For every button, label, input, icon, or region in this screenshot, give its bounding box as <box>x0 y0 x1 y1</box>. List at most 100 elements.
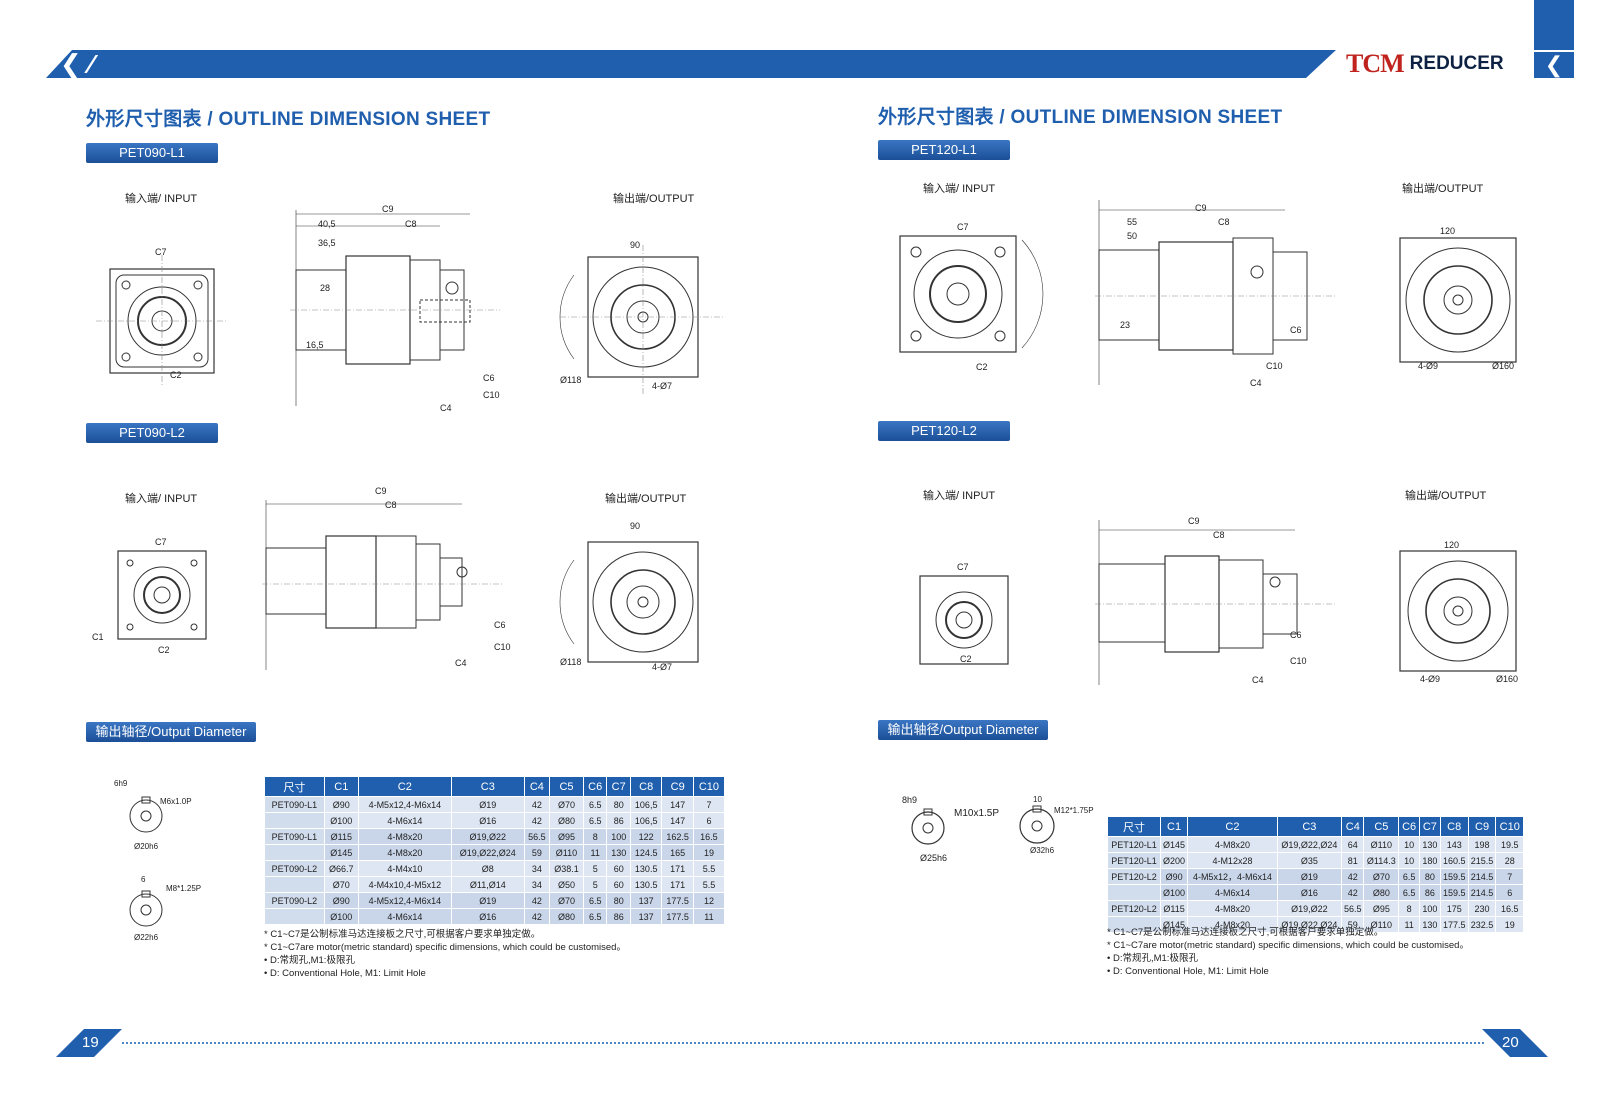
table-cell: 4-M6x14 <box>357 812 452 829</box>
right-notes: * C1~C7是公制标准马达连接板之尺寸,可根据客户要求单独定做。 * C1~C… <box>1107 926 1469 978</box>
table-cell: 59 <box>523 844 551 861</box>
table-cell: Ø110 <box>549 844 584 861</box>
table-cell: 122 <box>629 828 663 845</box>
r-dim-23: 23 <box>1120 320 1131 330</box>
table-cell: 130 <box>606 844 631 861</box>
key-8h9: 8h9 <box>902 795 918 805</box>
table-cell: 159.5 <box>1439 884 1469 901</box>
dim-c8: C8 <box>405 219 417 229</box>
table-cell: 7 <box>692 796 726 813</box>
table-cell: PET120-L2 <box>1107 868 1161 885</box>
table-cell: 59 <box>1341 916 1365 933</box>
table-header: C5 <box>1363 816 1400 837</box>
table-cell: 4-M5x12,4-M6x14 <box>357 796 452 813</box>
table-cell: 10 <box>1398 852 1420 869</box>
table-cell: 7 <box>1495 868 1524 885</box>
right-input-label: 输入端/ INPUT <box>923 183 996 195</box>
table-cell: 81 <box>1341 852 1365 869</box>
table-cell: 28 <box>1495 852 1524 869</box>
table-cell: 6.5 <box>582 908 608 925</box>
table-cell: PET120-L2 <box>1107 900 1161 917</box>
r-dim-c6: C6 <box>1290 325 1302 335</box>
table-cell: 175 <box>1439 900 1469 917</box>
table-cell: Ø35 <box>1276 852 1343 869</box>
table-cell: 198 <box>1467 836 1497 853</box>
table-cell: 165 <box>661 844 694 861</box>
dim-c9-2: C9 <box>375 486 387 496</box>
table-cell: PET120-L1 <box>1107 836 1161 853</box>
table-cell: PET120-L1 <box>1107 852 1161 869</box>
table-cell <box>264 844 325 861</box>
table-cell: Ø114.3 <box>1363 852 1400 869</box>
table-cell: 230 <box>1467 900 1497 917</box>
table-header: C3 <box>1276 816 1343 837</box>
key-d25: Ø25h6 <box>920 853 948 863</box>
table-cell: Ø19,Ø22 <box>1276 900 1343 917</box>
table-cell: 4-M8x20 <box>357 828 452 845</box>
dim-16-5: 16,5 <box>306 340 324 350</box>
table-cell: 60 <box>606 860 631 877</box>
r-dim-c9: C9 <box>1195 203 1207 213</box>
right-shaft-key-1 <box>911 808 945 845</box>
table-cell: 86 <box>606 908 631 925</box>
table-cell: Ø38.1 <box>549 860 584 877</box>
right-l2-output-view <box>1399 550 1517 672</box>
r-dim-c7-2: C7 <box>957 562 969 572</box>
table-cell: 60 <box>606 876 631 893</box>
table-header: 尺寸 <box>1107 816 1161 837</box>
right-page-title: 外形尺寸图表 / OUTLINE DIMENSION SHEET <box>878 107 1283 128</box>
table-header: C6 <box>1398 816 1420 837</box>
table-header: C6 <box>582 776 608 797</box>
right-l2-side-view <box>1095 520 1335 685</box>
left-output-diameter-label: 输出轴径/Output Diameter <box>86 722 256 742</box>
table-cell: 180 <box>1419 852 1441 869</box>
dim-c2-2: C2 <box>158 645 170 655</box>
brand-name: REDUCER <box>1409 53 1504 74</box>
right-l1-input-flange <box>899 235 1044 353</box>
table-cell: Ø19,Ø22,Ø24 <box>450 844 525 861</box>
table-cell: 171 <box>661 860 694 877</box>
table-cell: 4-M5x12，4-M6x14 <box>1187 868 1278 885</box>
right-output-diameter-label: 输出轴径/Output Diameter <box>878 720 1048 740</box>
table-cell: 4-M6x14 <box>357 908 452 925</box>
table-cell: 11 <box>692 908 726 925</box>
table-header: C9 <box>661 776 694 797</box>
right-note-3: • D:常规孔,M1:极限孔 <box>1107 953 1198 964</box>
right-l1-output-view <box>1399 237 1517 363</box>
table-cell: 100 <box>1419 900 1441 917</box>
table-cell: 56.5 <box>1341 900 1365 917</box>
key-d32: Ø32h6 <box>1030 846 1055 855</box>
left-output-label: 输出端/OUTPUT <box>613 193 695 205</box>
table-cell: 4-M4x10 <box>357 860 452 877</box>
table-cell: 214.5 <box>1467 884 1497 901</box>
table-cell: 177.5 <box>1439 916 1469 933</box>
left-l1-side-view <box>290 210 500 406</box>
table-cell: 19 <box>1495 916 1524 933</box>
table-cell: 5.5 <box>692 860 726 877</box>
key-m8: M8*1.25P <box>166 884 202 893</box>
left-notes: * C1~C7是公制标准马达连接板之尺寸,可根据客户要求单独定做。 * C1~C… <box>264 928 626 980</box>
table-cell: 177.5 <box>661 908 694 925</box>
dim-c10: C10 <box>483 390 500 400</box>
r-dim-120: 120 <box>1440 226 1456 236</box>
dim-118: Ø118 <box>560 375 582 385</box>
table-header: C2 <box>1187 816 1278 837</box>
table-cell <box>264 812 325 829</box>
page-number-right: 20 <box>1482 1029 1548 1057</box>
left-model-2-label: PET090-L2 <box>86 423 218 443</box>
table-cell: Ø11,Ø14 <box>450 876 525 893</box>
table-cell: Ø16 <box>450 812 525 829</box>
table-header: C7 <box>606 776 631 797</box>
table-cell: Ø70 <box>323 876 359 893</box>
dim-c2: C2 <box>170 370 182 380</box>
dim-c4-2: C4 <box>455 658 467 668</box>
table-cell: Ø80 <box>549 812 584 829</box>
key-d22: Ø22h6 <box>134 933 159 942</box>
left-l2-output-view <box>559 541 699 663</box>
